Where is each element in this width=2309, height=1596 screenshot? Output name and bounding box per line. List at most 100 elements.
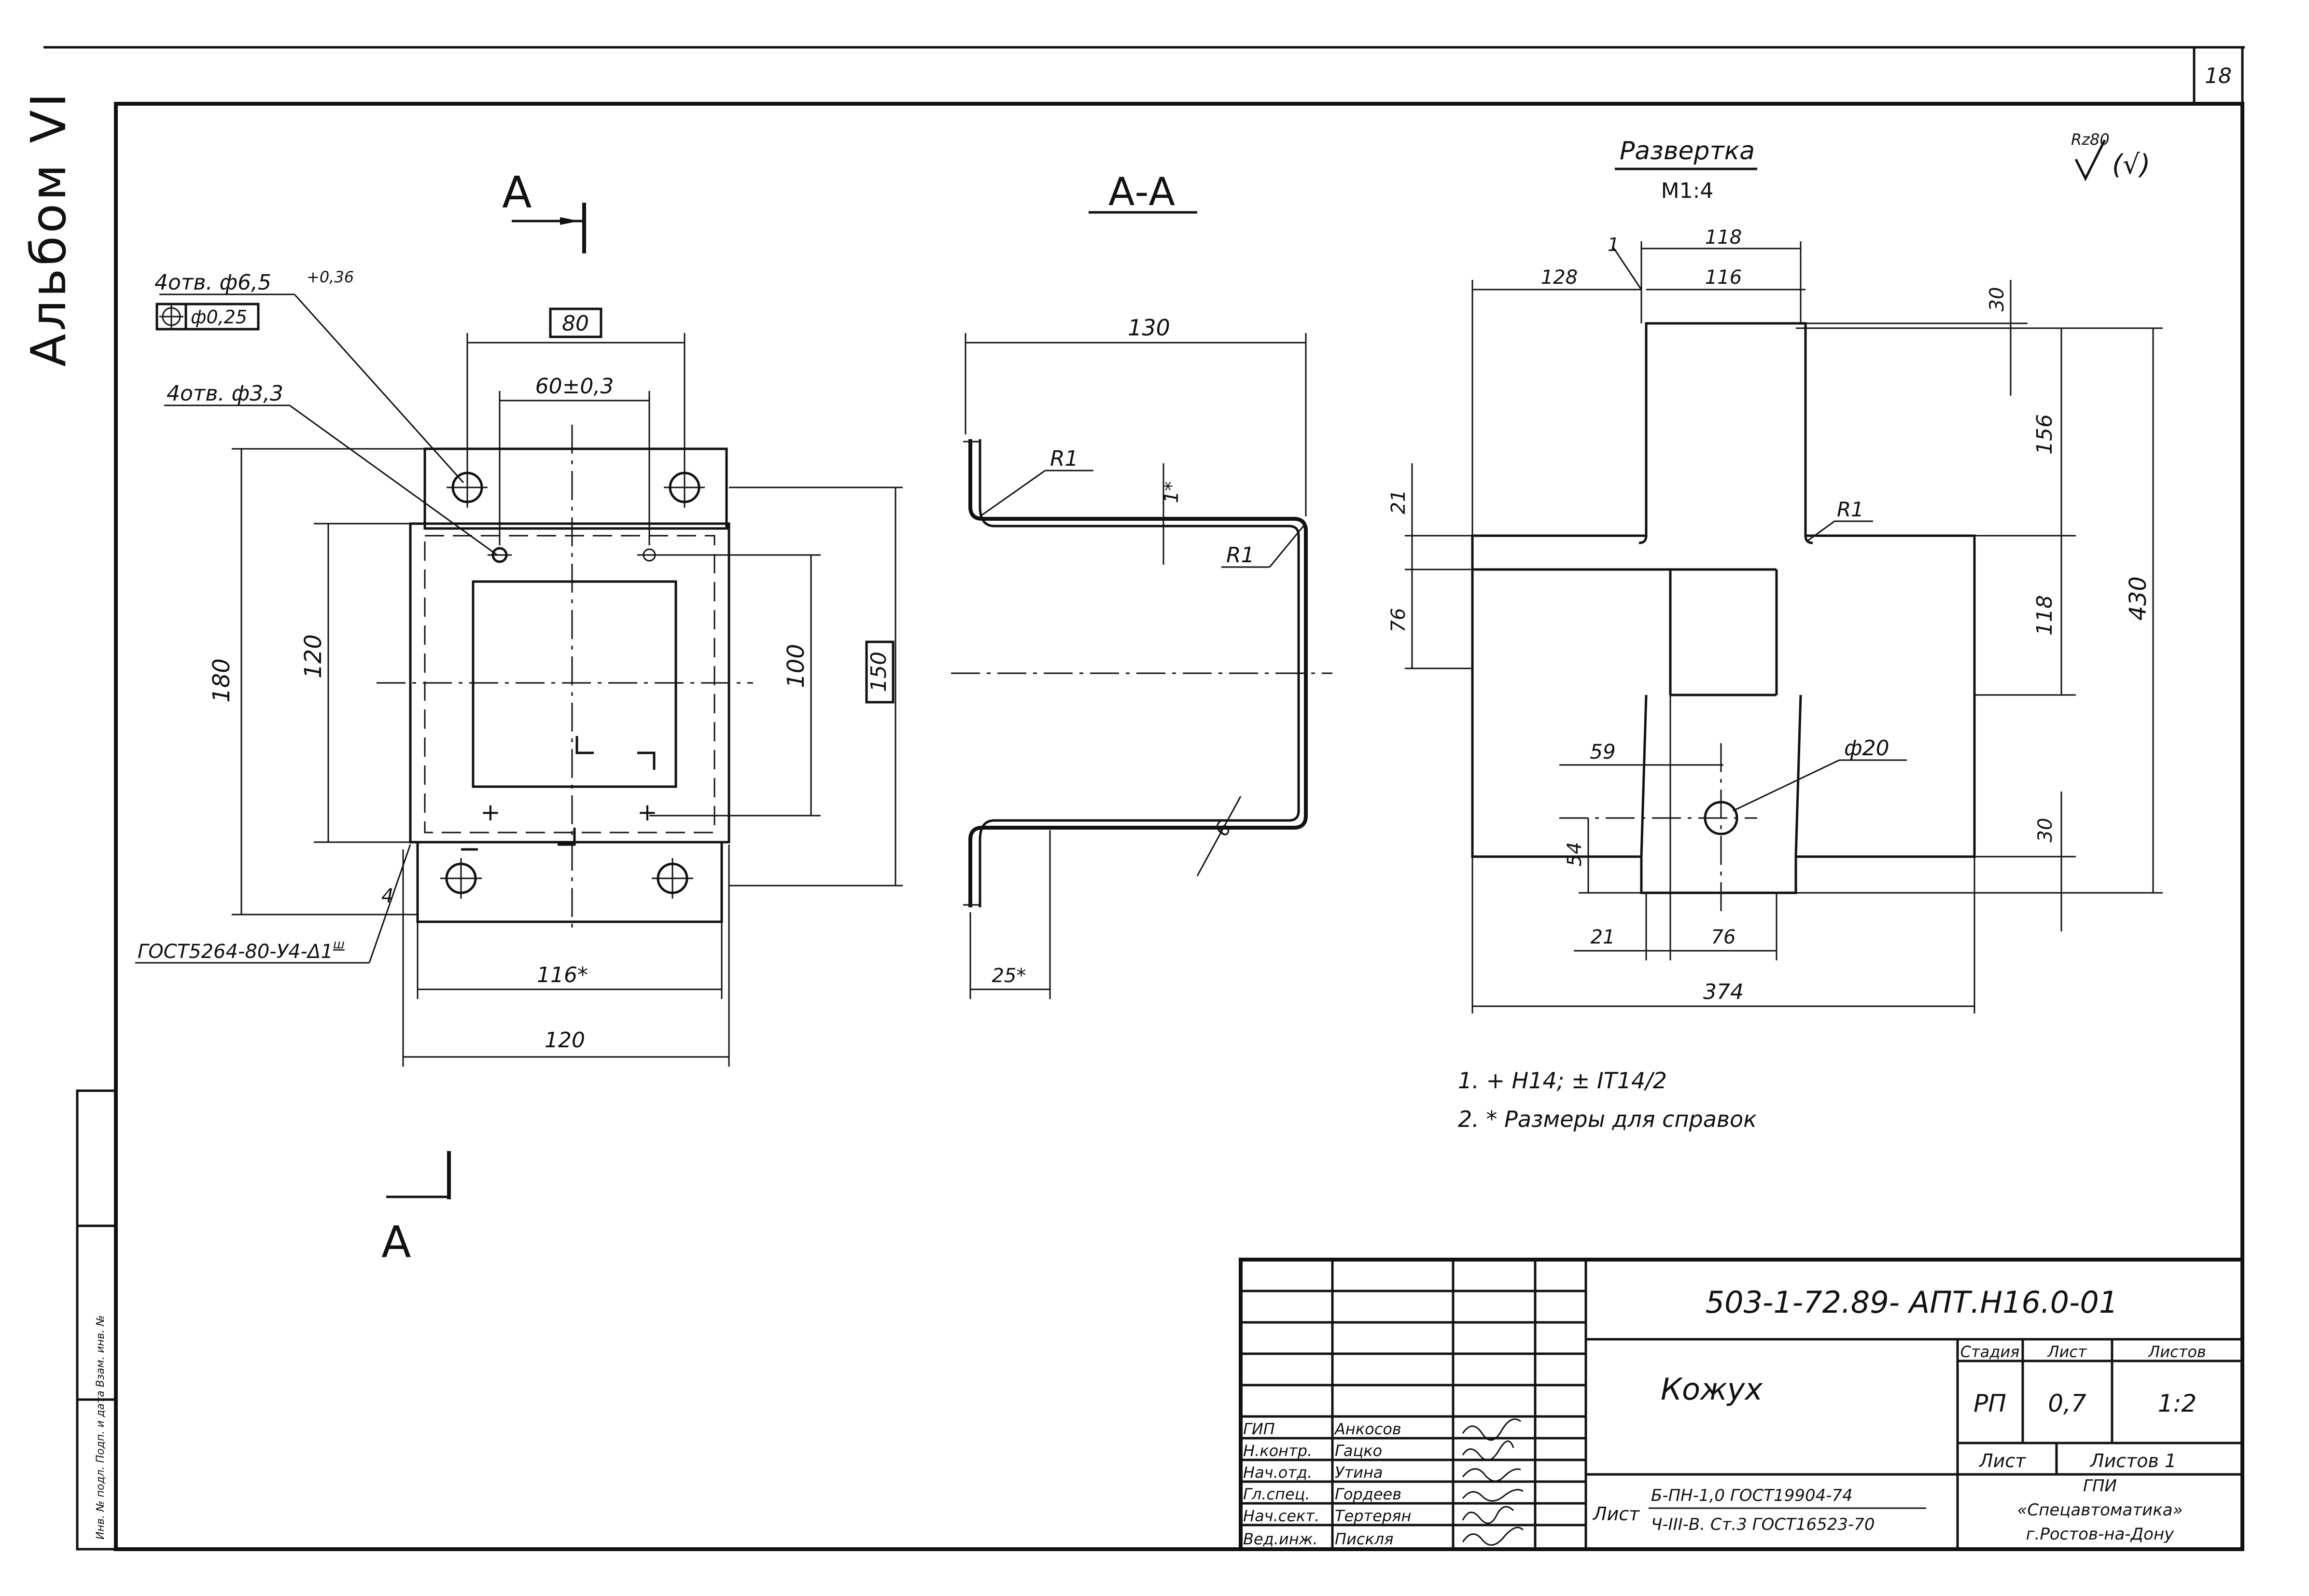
note-2: 2. * Размеры для справок	[1458, 1106, 1757, 1132]
org-line1: ГПИ	[2083, 1476, 2117, 1496]
drawing-frame	[114, 102, 2244, 1551]
signer-role: Вед.инж.	[1243, 1530, 1318, 1548]
roughness-tail: (√)	[2112, 149, 2150, 180]
dim-76-bottom: 76	[1711, 926, 1736, 948]
dim-phi20: ф20	[1844, 736, 1889, 761]
dim-6: 6	[1210, 819, 1236, 840]
svg-text:+: +	[637, 798, 658, 826]
signer-name: Пискля	[1335, 1530, 1393, 1548]
signature	[1462, 1527, 1524, 1546]
signer-role: Нач.сект.	[1243, 1507, 1319, 1525]
dim-118-mid: 118	[2032, 595, 2057, 636]
part-name: Кожух	[1661, 1372, 1763, 1407]
weld-sign: ш	[333, 937, 345, 952]
dim-116: 116*	[537, 963, 588, 987]
flange-top	[423, 447, 728, 530]
position-tolerance-value: ф0,25	[191, 306, 247, 328]
dim-128: 128	[1541, 266, 1578, 289]
signature	[1462, 1506, 1514, 1524]
weld-leg: 4	[381, 885, 393, 907]
flat-r1: R1	[1837, 498, 1864, 521]
signature	[1462, 1418, 1521, 1441]
title-block: 503-1-72.89- АПТ.Н16.0-01 Кожух Стадия Л…	[1239, 1258, 2244, 1551]
signature	[1462, 1468, 1521, 1482]
org-line3: г.Ростов-на-Дону	[2026, 1525, 2175, 1544]
dim-30-bottom: 30	[2034, 818, 2057, 843]
dim-120-horizontal: 120	[545, 1028, 585, 1053]
material-line2: Ч-III-В. Ст.3 ГОСТ16523-70	[1651, 1515, 1875, 1534]
view-a: А А + +	[135, 167, 903, 1268]
holes-small-label: 4отв. ф3,3	[167, 381, 283, 406]
dim-374: 374	[1703, 980, 1744, 1004]
signature	[1462, 1489, 1524, 1502]
dim-60: 60±0,3	[535, 374, 614, 399]
flat-outline	[1471, 322, 1976, 894]
weld-standard: ГОСТ5264-80-У4-Δ1	[138, 941, 333, 963]
r1-mid: R1	[1226, 543, 1255, 568]
section-title: А-А	[1108, 169, 1175, 214]
svg-text:+: +	[480, 798, 501, 826]
section-mark-bottom: А	[381, 1217, 411, 1268]
signer-name: Анкосов	[1334, 1420, 1401, 1438]
section-a-a: А-А 130 R1 R1 1* 6 25*	[951, 169, 1332, 999]
side-stamp-label: Инв. № подл. Подп. и дата Взам. инв. №	[95, 1315, 107, 1540]
dim-156: 156	[2032, 414, 2057, 455]
note-1: 1. + Н14; ± IT14/2	[1458, 1068, 1667, 1094]
page-number: 18	[2205, 64, 2232, 88]
section-profile	[968, 439, 1308, 907]
signer-role: ГИП	[1243, 1420, 1275, 1438]
flange-bottom	[416, 841, 723, 923]
dim-118-top: 118	[1705, 226, 1742, 249]
dim-1-top: 1	[1608, 234, 1619, 255]
holes-large-tolerance: +0,36	[307, 268, 354, 286]
dim-76-left: 76	[1387, 608, 1410, 633]
dim-100: 100	[783, 644, 810, 688]
side-stamp	[76, 1089, 117, 1551]
signature	[1462, 1440, 1514, 1461]
material-line1: Б-ПН-1,0 ГОСТ19904-74	[1651, 1486, 1853, 1505]
roughness-icon	[2074, 139, 2106, 181]
dim-21-left: 21	[1387, 490, 1410, 514]
sheet-label: Лист	[1978, 1450, 2027, 1471]
dim-120-vertical: 120	[300, 634, 327, 679]
dim-180: 180	[208, 658, 235, 703]
dim-430: 430	[2125, 576, 2152, 621]
stage: РП	[1973, 1389, 2006, 1417]
designation: 503-1-72.89- АПТ.Н16.0-01	[1706, 1285, 2118, 1320]
flat-title: Развертка	[1620, 137, 1755, 166]
holes-large-label: 4отв. ф6,5	[154, 270, 271, 295]
dim-21-bottom: 21	[1591, 926, 1615, 948]
dim-130: 130	[1128, 315, 1170, 341]
dim-150: 150	[867, 652, 891, 692]
dim-80: 80	[562, 311, 589, 336]
dim-54: 54	[1564, 842, 1586, 867]
section-mark-top: А	[502, 167, 532, 218]
sheet-header: Лист	[2047, 1343, 2087, 1361]
signer-role: Нач.отд.	[1243, 1463, 1312, 1482]
dim-30-top: 30	[1986, 287, 2008, 312]
signer-role: Н.контр.	[1243, 1442, 1312, 1460]
scale: 1:2	[2158, 1389, 2197, 1417]
signer-name: Тертерян	[1335, 1507, 1411, 1525]
dim-25: 25*	[992, 965, 1026, 987]
signer-name: Гацко	[1335, 1442, 1382, 1460]
sheets-label: Листов 1	[2089, 1450, 2176, 1471]
signer-role: Гл.спец.	[1243, 1485, 1310, 1503]
org-line2: «Спецавтоматика»	[2017, 1500, 2183, 1520]
sheets-header: Листов	[2148, 1343, 2206, 1361]
dim-1: 1*	[1161, 481, 1183, 503]
signer-name: Гордеев	[1335, 1485, 1401, 1503]
flat-scale: М1:4	[1661, 179, 1714, 203]
stage-header: Стадия	[1960, 1343, 2020, 1361]
dim-59: 59	[1590, 740, 1615, 763]
mass: 0,7	[2048, 1389, 2086, 1417]
flat-pattern: Развертка М1:4 Rz80 (√) 118 116 12	[1387, 130, 2163, 1013]
window-opening	[472, 580, 677, 788]
page-number-box	[2193, 46, 2244, 105]
album-label: Альбом VI	[20, 90, 77, 367]
material-prefix: Лист	[1592, 1503, 1640, 1525]
r1-top: R1	[1050, 446, 1078, 471]
dim-116-top: 116	[1705, 266, 1742, 289]
signer-name: Утина	[1335, 1463, 1383, 1482]
